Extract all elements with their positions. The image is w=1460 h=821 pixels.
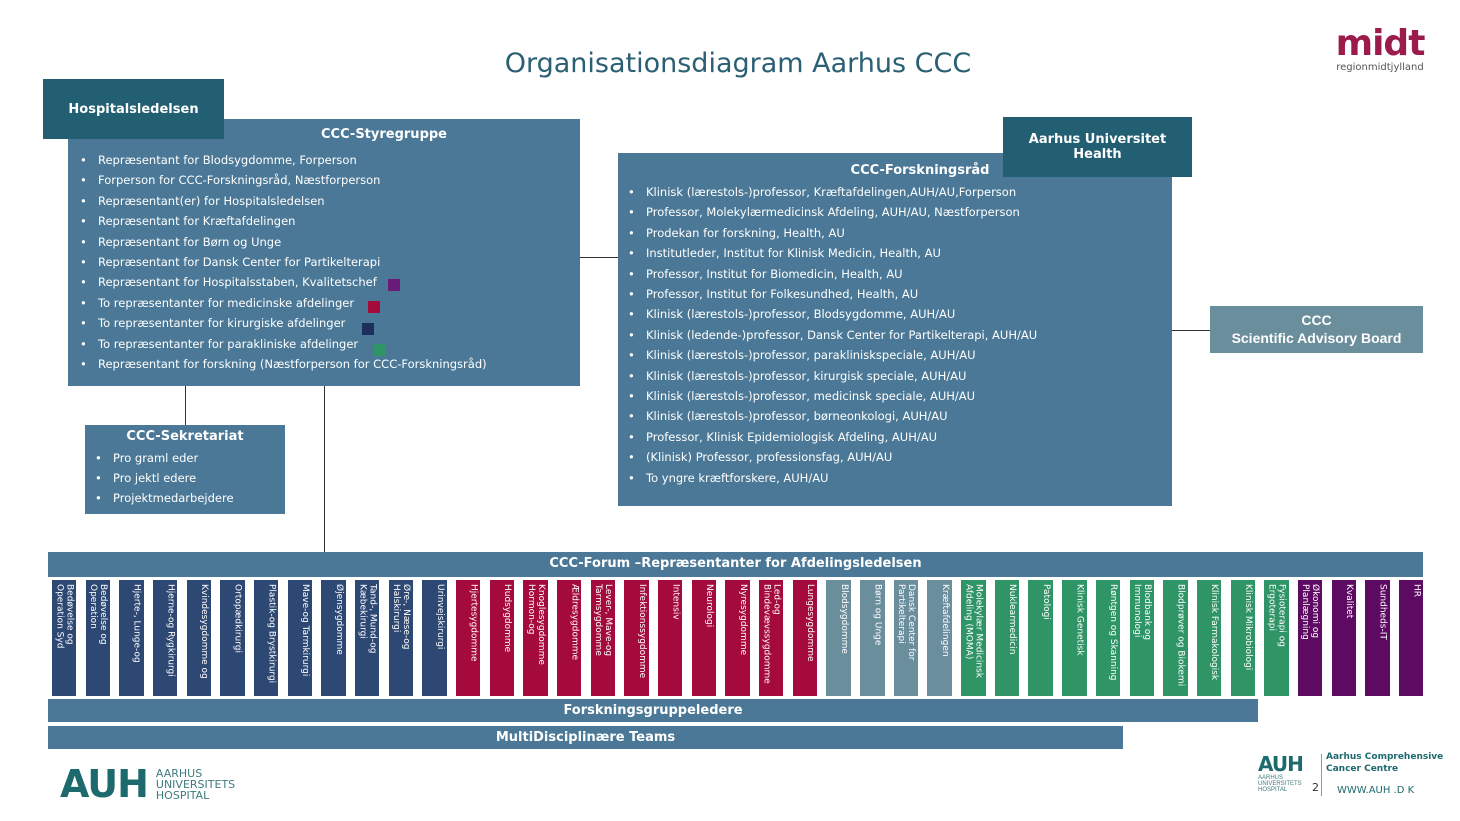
connector <box>185 386 186 425</box>
legend-square-kirurgi <box>362 323 374 335</box>
department-column: Kvindesygdomme og <box>186 580 212 696</box>
department-column: Klinisk Mikrobiologi <box>1230 580 1255 696</box>
department-column: Hjertesygdomme <box>456 580 481 696</box>
department-column: Kvalitet <box>1331 580 1356 696</box>
department-column: Blodbank og Immunologi <box>1129 580 1154 696</box>
page-title: Organisationsdiagram Aarhus CCC <box>504 48 972 79</box>
list-item: Repræsentant(er) for Hospitalsledelsen <box>80 191 568 212</box>
department-column: Nuklearmedicin <box>994 580 1020 696</box>
list-item: To repræsentanter for medicinske afdelin… <box>80 293 568 314</box>
department-column: Ældresygdomme <box>557 580 582 696</box>
list-item: Forperson for CCC-Forskningsråd, Næstfor… <box>80 170 568 191</box>
department-column: Dansk Center for Partikelterapi <box>893 580 919 696</box>
department-column: Bedøvelse og Operation Syd <box>52 580 77 696</box>
footer-auh-logo: AUH AARHUS UNIVERSITETS HOSPITAL <box>1258 753 1304 793</box>
department-column: Led-og Bindevævssygdomme <box>759 580 784 696</box>
department-column: Sundheds-IT <box>1365 580 1390 696</box>
forskningsraad-box: CCC-Forskningsråd Klinisk (lærestols-)pr… <box>618 153 1172 506</box>
list-item: To yngre kræftforskere, AUH/AU <box>628 468 1162 489</box>
department-column: Hjerte-, Lunge-og <box>119 580 144 696</box>
midt-logo: midt regionmidtjylland <box>1335 23 1426 74</box>
department-column: Bedøvelse og Operation <box>85 580 111 696</box>
list-item: Prodekan for forskning, Health, AU <box>628 223 1162 244</box>
connector <box>580 257 618 258</box>
department-column: Klinisk Farmakologisk <box>1196 580 1222 696</box>
footer-url: WWW.AUH .D K <box>1337 785 1415 796</box>
list-item: Klinisk (lærestols-)professor, børneonko… <box>628 406 1162 427</box>
department-column: Nyresygdomme <box>725 580 750 696</box>
au-health-box: Aarhus Universitet Health <box>1003 117 1192 177</box>
footer-divider <box>1321 754 1322 796</box>
multidisciplinaere-bar: MultiDisciplinære Teams <box>48 726 1123 749</box>
list-item: Klinisk (lærestols-)professor, Kræftafde… <box>628 182 1162 203</box>
department-column: Øjensygdomme <box>321 580 346 696</box>
list-item: Institutleder, Institut for Klinisk Medi… <box>628 243 1162 264</box>
sekretariat-title: CCC-Sekretariat <box>126 429 244 444</box>
legend-square-stab <box>388 279 400 291</box>
sab-box: CCC Scientific Advisory Board <box>1210 306 1423 353</box>
department-column: Intensiv <box>658 580 683 696</box>
list-item: Professor, Klinisk Epidemiologisk Afdeli… <box>628 427 1162 448</box>
department-column: Urinvejskirurgi <box>422 580 447 696</box>
list-item: (Klinisk) Professor, professionsfag, AUH… <box>628 447 1162 468</box>
list-item: Repræsentant for forskning (Næstforperso… <box>80 354 568 375</box>
legend-square-paraklinik <box>374 344 386 356</box>
department-column: Lungesygdomme <box>792 580 818 696</box>
legend-square-medicin <box>368 301 380 313</box>
sekretariat-box: CCC-Sekretariat Pro graml ederPro jektl … <box>85 425 285 514</box>
department-column: Økonomi og Planlægning <box>1297 580 1323 696</box>
connector <box>324 386 325 552</box>
forskningsgruppeledere-bar: Forskningsgruppeledere <box>48 699 1258 722</box>
department-column: Øre-, Næse-og Halskirurgi <box>388 580 414 696</box>
department-column: Plastik-og Brystkirurgi <box>254 580 279 696</box>
list-item: To repræsentanter for parakliniske afdel… <box>80 334 568 355</box>
department-column: Klinisk Genetisk <box>1062 580 1087 696</box>
department-column: Fysioterapi og Ergoterapi <box>1264 580 1289 696</box>
list-item: Klinisk (lærestols-)professor, paraklini… <box>628 345 1162 366</box>
list-item: Repræsentant for Børn og Unge <box>80 232 568 253</box>
connector <box>1172 330 1210 331</box>
department-column: Patologi <box>1028 580 1053 696</box>
styregruppe-box: CCC-Styregruppe Repræsentant for Blodsyg… <box>68 119 580 386</box>
department-column: Knoglesygdomme Hormon-og <box>523 580 548 696</box>
forum-bar: CCC-Forum –Repræsentanter for Afdelingsl… <box>48 552 1423 577</box>
list-item: Repræsentant for Kræftafdelingen <box>80 211 568 232</box>
department-column: Blodsygdomme <box>826 580 851 696</box>
list-item: Repræsentant for Blodsygdomme, Forperson <box>80 150 568 171</box>
department-column: Røntgen og Skanning <box>1095 580 1121 696</box>
page-number: 2 <box>1312 781 1319 794</box>
styregruppe-title: CCC-Styregruppe <box>321 127 447 142</box>
forskningsraad-title: CCC-Forskningsråd <box>850 163 990 178</box>
list-item: Pro jektl edere <box>95 468 275 488</box>
list-item: Repræsentant for Hospitalsstaben, Kvalit… <box>80 272 568 293</box>
department-column: Kræftafdelingen <box>927 580 952 696</box>
department-column: Neurologi <box>691 580 717 696</box>
list-item: Professor, Institut for Biomedicin, Heal… <box>628 264 1162 285</box>
list-item: Klinisk (lærestols-)professor, kirurgisk… <box>628 366 1162 387</box>
list-item: Pro graml eder <box>95 448 275 468</box>
list-item: Klinisk (lærestols-)professor, Blodsygdo… <box>628 304 1162 325</box>
department-columns: Bedøvelse og Operation Syd Bedøvelse og O… <box>52 580 1424 696</box>
department-column: Mave-og Tarmkirurgi <box>287 580 313 696</box>
department-column: Tand-, Mund-og Kæbekirurgi <box>355 580 380 696</box>
list-item: To repræsentanter for kirurgiske afdelin… <box>80 313 568 334</box>
department-column: Ortopædkirurgi <box>220 580 245 696</box>
department-column: Infektionssygdomme <box>624 580 649 696</box>
department-column: Blodprøver og Biokemi <box>1163 580 1188 696</box>
list-item: Professor, Institut for Folkesundhed, He… <box>628 284 1162 305</box>
list-item: Projektmedarbejdere <box>95 488 275 508</box>
footer-center-name: Aarhus Comprehensive Cancer Centre <box>1326 752 1444 774</box>
list-item: Klinisk (lærestols-)professor, medicinsk… <box>628 386 1162 407</box>
list-item: Professor, Molekylærmedicinsk Afdeling, … <box>628 202 1162 223</box>
department-column: Børn og Unge <box>860 580 885 696</box>
department-column: Lever-, Mave-og Tarmsygdomme <box>590 580 616 696</box>
hospitalsledelsen-box: Hospitalsledelsen <box>43 79 224 139</box>
department-column: Hjerne-og Rygkirurgi <box>153 580 178 696</box>
list-item: Repræsentant for Dansk Center for Partik… <box>80 252 568 273</box>
department-column: HR <box>1398 580 1424 696</box>
list-item: Klinisk (ledende-)professor, Dansk Cente… <box>628 325 1162 346</box>
department-column: Molekylær Medicinsk Afdeling (MOMA) <box>961 580 986 696</box>
department-column: Hudsygdomme <box>489 580 515 696</box>
auh-logo: AUH AARHUS UNIVERSITETS HOSPITAL <box>60 762 236 806</box>
